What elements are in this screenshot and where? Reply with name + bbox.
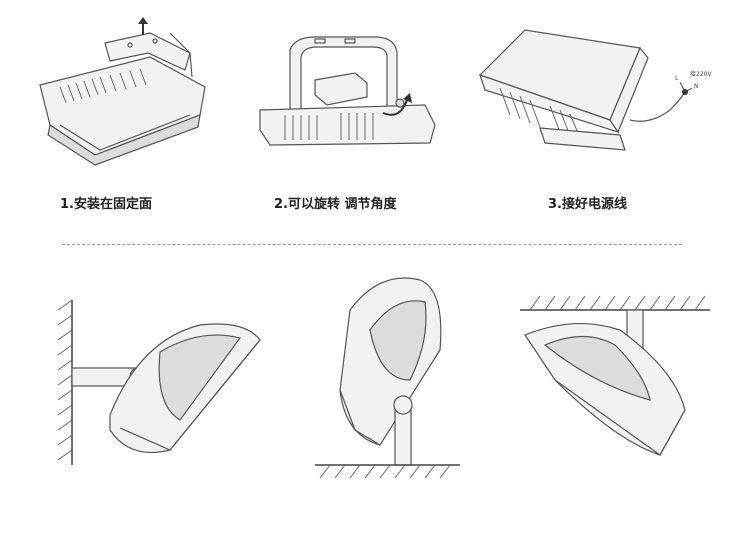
step3-illustration: L N 接220V	[478, 29, 712, 151]
step2-illustration	[259, 36, 436, 146]
ceiling-mount-illustration	[520, 295, 710, 456]
live-label: L	[675, 75, 679, 82]
step2-caption: 2.可以旋转 调节角度	[274, 197, 397, 212]
step3-caption: 3.接好电源线	[548, 197, 627, 212]
step1-caption: 1.安装在固定面	[60, 197, 152, 212]
section-divider	[62, 244, 682, 245]
floor-mount-illustration	[315, 277, 460, 479]
step1-illustration	[39, 17, 206, 166]
neutral-label: N	[694, 83, 699, 90]
wall-mount-illustration	[57, 299, 261, 465]
power-label: 接220V	[690, 70, 712, 78]
